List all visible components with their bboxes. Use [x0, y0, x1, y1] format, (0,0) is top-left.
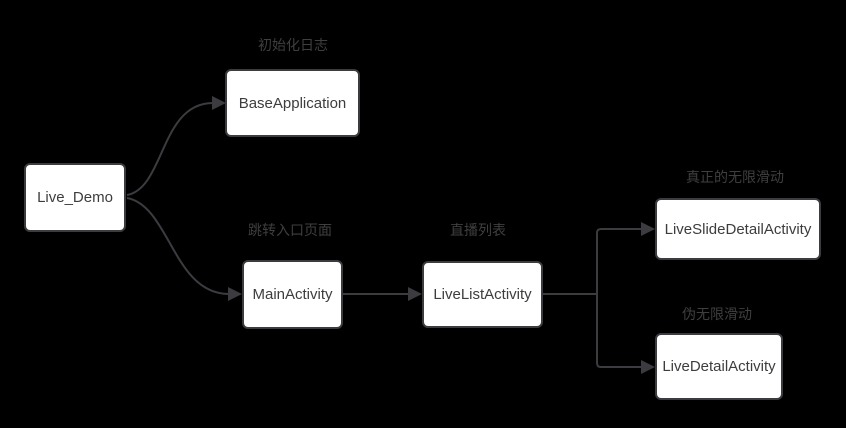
- annotation-pseudo-infinite: 伪无限滑动: [682, 306, 752, 322]
- annotation-live-list: 直播列表: [450, 222, 506, 238]
- node-main-activity: MainActivity: [242, 260, 343, 329]
- node-base-application: BaseApplication: [225, 69, 360, 137]
- edge-live-demo-to-base-application: [126, 102, 214, 196]
- arrowhead-live-slide-detail-activity: [641, 222, 655, 236]
- arrowhead-live-detail-activity: [641, 360, 655, 374]
- edge-live-demo-to-main-activity: [126, 197, 230, 295]
- node-live-list-activity: LiveListActivity: [422, 261, 543, 328]
- annotation-init-log: 初始化日志: [258, 37, 328, 53]
- arrowhead-base-application: [212, 96, 226, 110]
- arrowhead-live-list-activity: [408, 287, 422, 301]
- node-live-detail-activity: LiveDetailActivity: [655, 333, 783, 400]
- arrowhead-main-activity: [228, 287, 242, 301]
- node-live-slide-detail-activity: LiveSlideDetailActivity: [655, 198, 821, 260]
- node-live-demo: Live_Demo: [24, 163, 126, 232]
- edge-junction-to-live-slide-detail-activity: [596, 228, 642, 294]
- annotation-jump-entry: 跳转入口页面: [248, 222, 332, 238]
- annotation-real-infinite: 真正的无限滑动: [686, 169, 784, 185]
- edge-junction-to-live-detail-activity: [596, 294, 642, 368]
